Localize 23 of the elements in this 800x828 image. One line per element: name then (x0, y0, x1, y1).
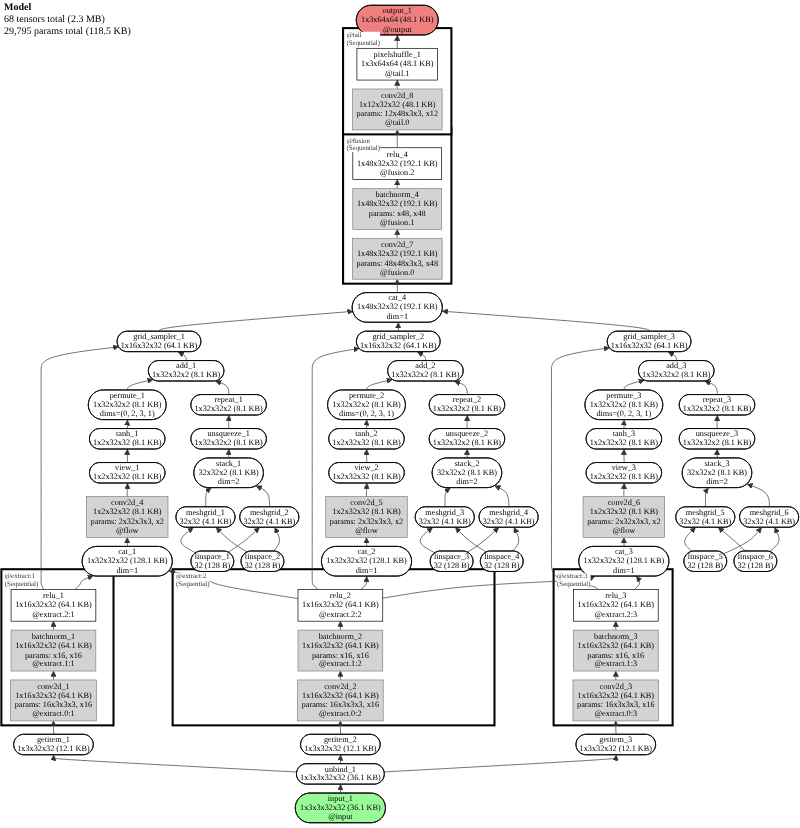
arrow (620, 419, 627, 430)
arrow (337, 670, 344, 681)
arrow (225, 449, 232, 459)
arrow (394, 179, 401, 189)
arrow (124, 537, 131, 548)
arrow (363, 537, 370, 548)
arrow (713, 449, 720, 459)
arrow (363, 419, 370, 430)
arrow (337, 620, 344, 631)
arrow (337, 784, 344, 794)
arrow (50, 620, 57, 631)
arrow (463, 449, 470, 459)
arrow (612, 620, 619, 631)
arrow (50, 670, 57, 681)
arrow (394, 229, 401, 239)
arrow (395, 322, 402, 332)
arrow (394, 79, 401, 90)
arrow (620, 537, 627, 548)
arrow (178, 351, 187, 362)
arrow (337, 754, 344, 765)
arrow (668, 351, 677, 362)
arrow (612, 670, 619, 681)
arrow (124, 419, 131, 430)
